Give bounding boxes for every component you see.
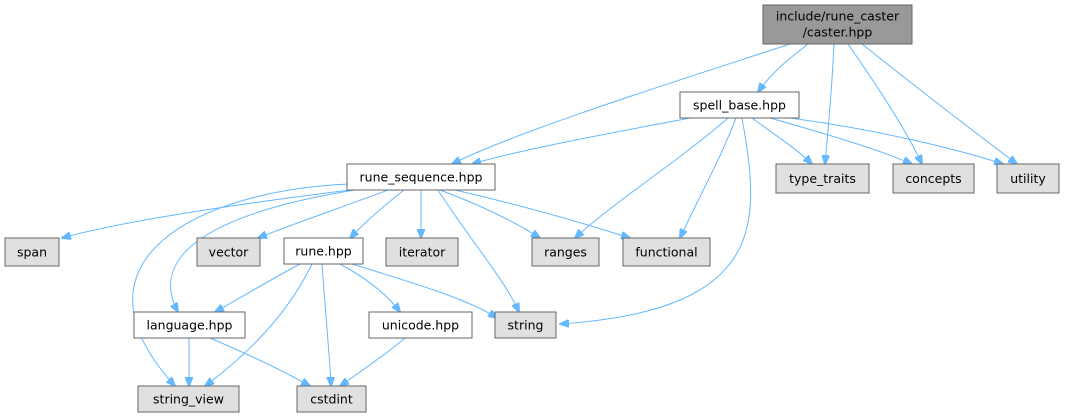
node-type-traits-label: type_traits (789, 171, 856, 186)
node-rune-hpp[interactable]: rune.hpp (283, 237, 364, 265)
node-ranges[interactable]: ranges (531, 237, 600, 267)
node-functional-box (622, 237, 711, 267)
edge-rune-sequence-to-vector (258, 189, 389, 238)
node-cstdint-box (296, 385, 367, 413)
edge-rune-to-language (215, 263, 301, 312)
edge-rune-sequence-to-functional (454, 189, 630, 238)
node-concepts[interactable]: concepts (892, 163, 975, 194)
node-rune-sequence-box (346, 163, 496, 191)
node-unicode-hpp[interactable]: unicode.hpp (368, 311, 473, 339)
node-type-traits[interactable]: type_traits (775, 163, 870, 194)
node-vector[interactable]: vector (196, 237, 261, 267)
edge-rune-to-string-view (205, 263, 313, 386)
edge-caster-to-concepts (847, 43, 922, 164)
edge-spell-base-to-utility (789, 117, 1003, 164)
node-rune-sequence-hpp[interactable]: rune_sequence.hpp (346, 163, 496, 191)
edge-caster-to-utility (861, 43, 1017, 164)
edge-caster-to-spell-base (758, 43, 809, 92)
node-span[interactable]: span (4, 237, 60, 267)
node-language-hpp[interactable]: language.hpp (133, 311, 246, 339)
node-vector-box (196, 237, 261, 267)
edge-rune-sequence-to-span (62, 189, 351, 238)
node-language-label: language.hpp (147, 318, 233, 333)
node-type-traits-box (775, 163, 870, 194)
node-rune-sequence-label: rune_sequence.hpp (360, 170, 483, 185)
edge-language-to-cstdint (209, 337, 310, 386)
node-cstdint-label: cstdint (310, 392, 353, 407)
edge-unicode-to-cstdint (340, 337, 406, 386)
node-string-view-label: string_view (153, 392, 224, 407)
node-iterator-box (385, 237, 459, 267)
node-vector-label: vector (209, 245, 250, 260)
node-caster-box (762, 4, 913, 45)
node-functional[interactable]: functional (622, 237, 711, 267)
node-unicode-label: unicode.hpp (382, 318, 459, 333)
dependency-nodes: include/rune_caster /caster.hpp spell_ba… (4, 4, 1060, 413)
node-language-box (133, 311, 246, 339)
node-spell-base-label: spell_base.hpp (693, 98, 786, 113)
node-rune-box (283, 237, 364, 265)
edge-caster-to-rune-sequence (452, 43, 791, 164)
edge-caster-to-type-traits (825, 43, 835, 164)
node-utility[interactable]: utility (996, 163, 1060, 194)
edge-spell-base-to-string (560, 117, 752, 324)
edge-rune-sequence-to-string (437, 189, 519, 312)
node-spell-base-box (679, 91, 800, 119)
node-ranges-box (531, 237, 600, 267)
node-span-label: span (17, 245, 47, 260)
edge-rune-sequence-to-ranges (439, 189, 540, 238)
edge-rune-to-unicode (339, 263, 400, 312)
node-caster-label-line1: include/rune_caster (776, 9, 900, 24)
node-iterator[interactable]: iterator (385, 237, 459, 267)
edge-spell-base-to-type-traits (751, 117, 812, 164)
edge-spell-base-to-functional (680, 117, 737, 238)
node-span-box (4, 237, 60, 267)
node-caster-label-line2: /caster.hpp (803, 25, 873, 40)
edge-spell-base-to-rune-sequence (472, 117, 691, 164)
node-concepts-box (892, 163, 975, 194)
node-iterator-label: iterator (399, 245, 446, 260)
node-string[interactable]: string (494, 311, 557, 339)
node-string-box (494, 311, 557, 339)
node-string-view-box (137, 385, 240, 413)
edge-rune-to-cstdint (321, 263, 331, 386)
node-unicode-box (368, 311, 473, 339)
node-utility-box (996, 163, 1060, 194)
dependency-edges (62, 43, 1017, 386)
edge-rune-to-string (351, 263, 497, 318)
node-cstdint[interactable]: cstdint (296, 385, 367, 413)
node-spell-base-hpp[interactable]: spell_base.hpp (679, 91, 800, 119)
node-concepts-label: concepts (905, 171, 961, 186)
node-rune-label: rune.hpp (295, 244, 352, 259)
edge-spell-base-to-concepts (769, 117, 912, 164)
node-caster-hpp[interactable]: include/rune_caster /caster.hpp (762, 4, 913, 45)
node-string-label: string (508, 318, 544, 333)
node-ranges-label: ranges (544, 245, 587, 260)
node-utility-label: utility (1010, 171, 1046, 186)
node-string-view[interactable]: string_view (137, 385, 240, 413)
edge-rune-sequence-to-rune (350, 189, 405, 238)
node-functional-label: functional (635, 245, 697, 260)
